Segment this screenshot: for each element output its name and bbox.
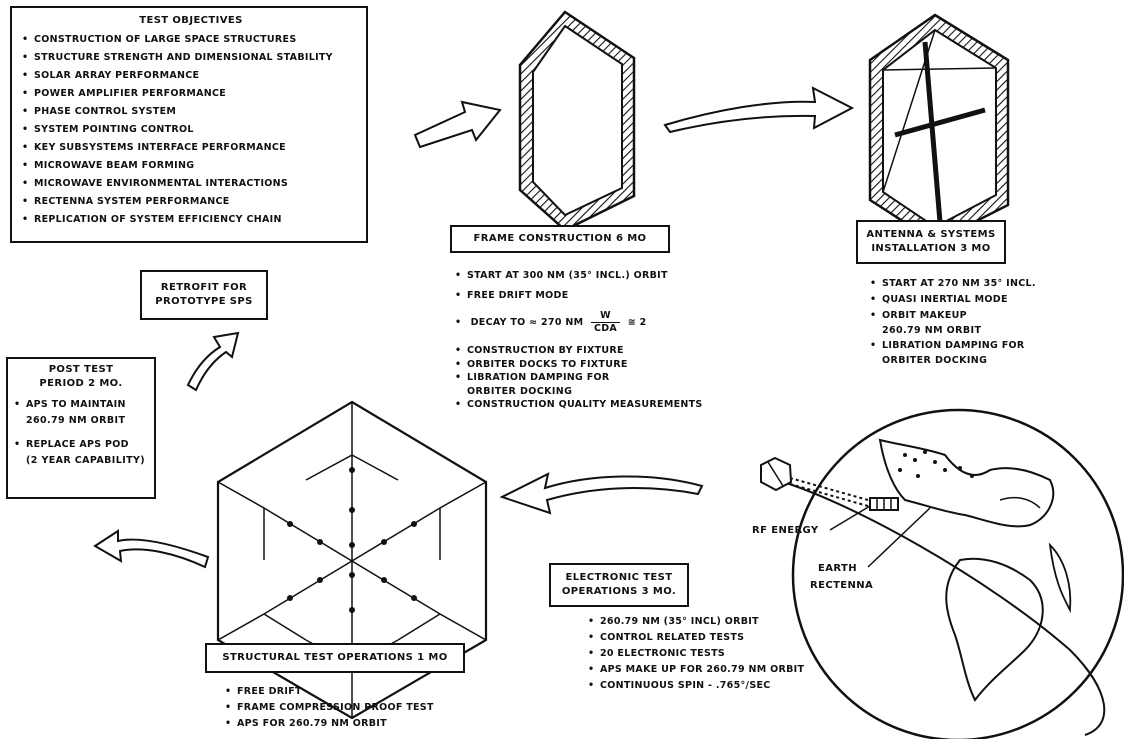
antenna-item: LIBRATION DAMPING FOR [870,338,1036,354]
test-objectives-title: TEST OBJECTIVES [22,14,360,28]
decay-prefix: DECAY TO ≈ 270 NM [471,317,584,328]
rf-energy-label: RF ENERGY [752,525,819,536]
satellite-icon [761,458,791,490]
antenna-libration-continuation: ORBITER DOCKING [870,354,1036,368]
electronic-title-line2: OPERATIONS 3 MO. [551,585,687,599]
objective-item: MICROWAVE ENVIRONMENTAL INTERACTIONS [22,175,360,193]
objective-item: CONSTRUCTION OF LARGE SPACE STRUCTURES [22,31,360,49]
frame-hexagon-drawing [520,12,634,230]
structural-test-box: STRUCTURAL TEST OPERATIONS 1 MO [205,643,465,673]
structural-test-details: FREE DRIFT FRAME COMPRESSION PROOF TEST … [225,684,434,732]
objective-item: REPLICATION OF SYSTEM EFFICIENCY CHAIN [22,211,360,229]
frame-item-continuation: ORBITER DOCKING [455,385,703,399]
antenna-title-line2: INSTALLATION 3 MO [858,242,1004,256]
test-objectives-list: CONSTRUCTION OF LARGE SPACE STRUCTURES S… [22,31,360,229]
electronic-item: 260.79 NM (35° INCL) ORBIT [588,614,804,630]
retrofit-box: RETROFIT FOR PROTOTYPE SPS [140,270,268,320]
retrofit-line1: RETROFIT FOR [142,281,266,295]
post-test-item: REPLACE APS POD [14,437,148,453]
post-test-box: POST TEST PERIOD 2 MO. APS TO MAINTAIN 2… [6,357,156,499]
electronic-test-details: 260.79 NM (35° INCL) ORBIT CONTROL RELAT… [588,614,804,694]
structural-item: APS FOR 260.79 NM ORBIT [225,716,434,732]
antenna-orbit-continuation: 260.79 NM ORBIT [870,324,1036,338]
arrow-posttest-to-retrofit [188,333,238,390]
earth-globe-drawing [770,410,1123,739]
frame-construction-details: START AT 300 NM (35° INCL.) ORBIT FREE D… [455,266,703,412]
structural-item: FRAME COMPRESSION PROOF TEST [225,700,434,716]
post-test-line2: PERIOD 2 MO. [14,377,148,391]
arrow-frame-to-antenna [665,88,852,132]
post-test-item-continuation: (2 YEAR CAPABILITY) [14,453,148,469]
antenna-systems-box: ANTENNA & SYSTEMS INSTALLATION 3 MO [856,220,1006,264]
objective-item: SOLAR ARRAY PERFORMANCE [22,67,360,85]
objective-item: PHASE CONTROL SYSTEM [22,103,360,121]
post-test-item-continuation: 260.79 NM ORBIT [14,413,148,429]
antenna-hexagon-drawing [870,15,1008,242]
antenna-item: START AT 270 NM 35° INCL. [870,276,1036,292]
objective-item: RECTENNA SYSTEM PERFORMANCE [22,193,360,211]
earth-label: EARTH [818,563,857,574]
retrofit-line2: PROTOTYPE SPS [142,295,266,309]
structural-test-title: STRUCTURAL TEST OPERATIONS 1 MO [207,651,463,665]
objective-item: SYSTEM POINTING CONTROL [22,121,360,139]
electronic-item: CONTINUOUS SPIN - .765°/SEC [588,678,804,694]
post-test-item: APS TO MAINTAIN [14,397,148,413]
structural-item: FREE DRIFT [225,684,434,700]
arrow-objectives-to-frame [415,102,500,147]
decay-numerator: W [591,310,620,323]
antenna-details: START AT 270 NM 35° INCL. QUASI INERTIAL… [870,276,1036,368]
antenna-item: QUASI INERTIAL MODE [870,292,1036,308]
frame-item: START AT 300 NM (35° INCL.) ORBIT [455,266,703,286]
objective-item: POWER AMPLIFIER PERFORMANCE [22,85,360,103]
electronic-test-box: ELECTRONIC TEST OPERATIONS 3 MO. [549,563,689,607]
frame-decay-item: DECAY TO ≈ 270 NM W CDA ≅ 2 [455,306,703,340]
frame-item: CONSTRUCTION BY FIXTURE [455,344,703,358]
antenna-title-line1: ANTENNA & SYSTEMS [858,228,1004,242]
frame-item: LIBRATION DAMPING FOR [455,371,703,385]
decay-suffix: ≅ 2 [628,317,647,328]
objective-item: MICROWAVE BEAM FORMING [22,157,360,175]
frame-item: FREE DRIFT MODE [455,286,703,306]
frame-construction-box: FRAME CONSTRUCTION 6 MO [450,225,670,253]
arrow-earth-to-structural [502,474,702,513]
electronic-item: CONTROL RELATED TESTS [588,630,804,646]
decay-denominator: CDA [591,323,620,335]
electronic-item: APS MAKE UP FOR 260.79 NM ORBIT [588,662,804,678]
objective-item: STRUCTURE STRENGTH AND DIMENSIONAL STABI… [22,49,360,67]
decay-fraction: W CDA [591,310,620,335]
frame-item: ORBITER DOCKS TO FIXTURE [455,358,703,372]
antenna-item: ORBIT MAKEUP [870,308,1036,324]
objective-item: KEY SUBSYSTEMS INTERFACE PERFORMANCE [22,139,360,157]
post-test-line1: POST TEST [14,363,148,377]
electronic-item: 20 ELECTRONIC TESTS [588,646,804,662]
rectenna-label: RECTENNA [810,580,873,591]
frame-item: CONSTRUCTION QUALITY MEASUREMENTS [455,398,703,412]
electronic-title-line1: ELECTRONIC TEST [551,571,687,585]
frame-construction-title: FRAME CONSTRUCTION 6 MO [452,232,668,246]
test-objectives-box: TEST OBJECTIVES CONSTRUCTION OF LARGE SP… [10,6,368,243]
arrow-structural-to-posttest [95,531,208,567]
